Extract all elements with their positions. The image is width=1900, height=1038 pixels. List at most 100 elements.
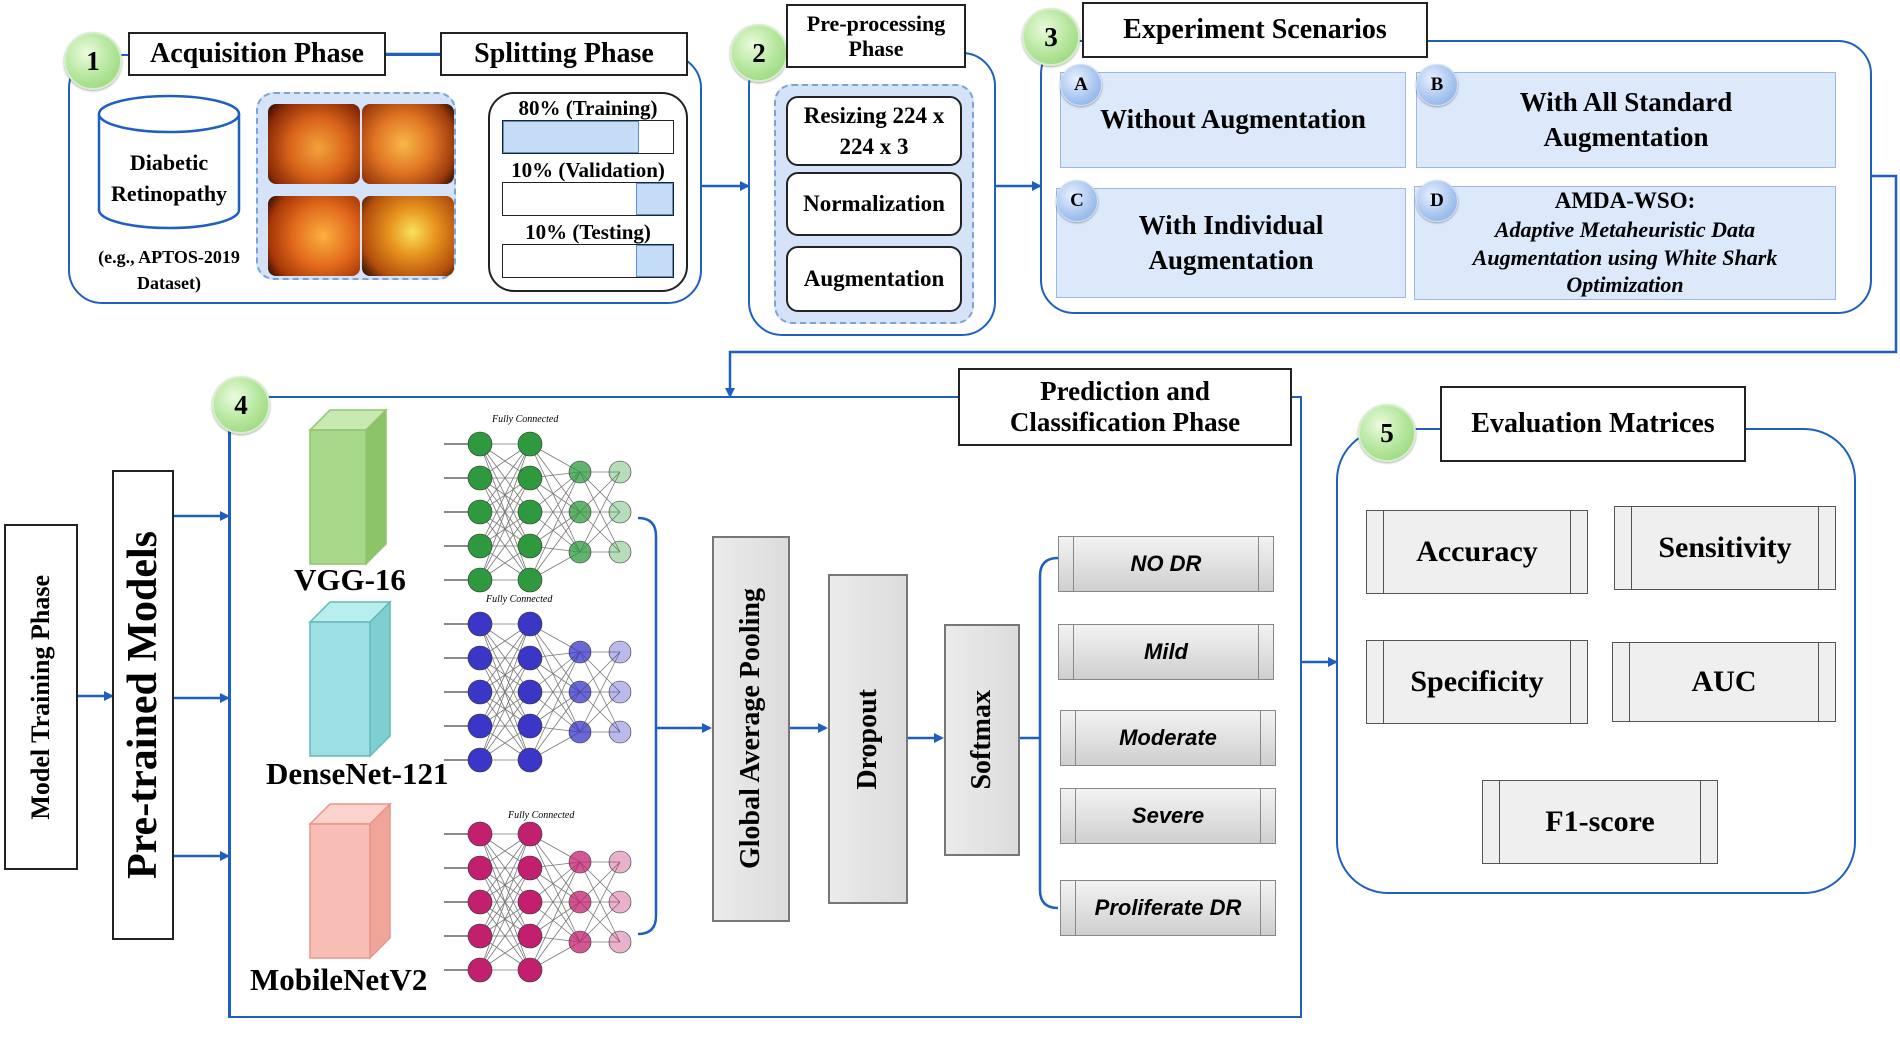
nn-node — [568, 850, 592, 874]
nn-connection — [529, 657, 581, 733]
nn-connection — [529, 623, 581, 733]
nn-node — [608, 540, 632, 564]
splitting-title: Splitting Phase — [440, 32, 688, 76]
nn-node — [608, 930, 632, 954]
class-proliferate-dr: Proliferate DR — [1060, 880, 1276, 936]
nn-node — [517, 431, 543, 457]
nn-connection — [529, 833, 581, 943]
scenario-b-text: With All Standard Augmentation — [1519, 86, 1733, 152]
nn-connection — [479, 833, 531, 903]
scenario-d: AMDA-WSO: Adaptive Metaheuristic Data Au… — [1414, 186, 1836, 300]
nn-connection — [529, 651, 581, 761]
acquisition-title: Acquisition Phase — [128, 32, 386, 76]
nn-node — [517, 821, 543, 847]
metric-f1-score: F1-score — [1482, 780, 1718, 864]
model-name-mobilenetv2: MobileNetV2 — [250, 962, 428, 997]
model-cuboid — [308, 802, 392, 960]
retina-image — [362, 196, 454, 276]
retina-image — [268, 196, 360, 276]
model-name-densenet121: DenseNet-121 — [266, 756, 449, 791]
nn-connection — [479, 477, 531, 581]
nn-connection — [529, 471, 581, 581]
nn-caption: Fully Connected — [508, 810, 575, 821]
model-name-vgg16: VGG-16 — [294, 562, 406, 597]
nn-node — [467, 821, 493, 847]
nn-connection — [529, 443, 581, 513]
split-label-training: 80% (Training) — [518, 96, 658, 120]
nn-connection — [479, 511, 531, 581]
nn-node — [467, 533, 493, 559]
nn-node — [517, 465, 543, 491]
scenario-badge-c: C — [1056, 180, 1098, 222]
nn-node — [467, 713, 493, 739]
database-icon — [97, 94, 241, 230]
pretrained-models-box: Pre-trained Models — [112, 470, 174, 940]
dataset-note: (e.g., APTOS-2019 Dataset) — [98, 247, 240, 294]
nn-connection — [479, 833, 531, 971]
nn-connection — [579, 861, 621, 943]
split-bar-testing — [502, 244, 674, 278]
split-label-testing: 10% (Testing) — [525, 220, 651, 244]
pretrained-models-label: Pre-trained Models — [120, 531, 166, 879]
nn-node — [467, 611, 493, 637]
nn-connection — [529, 901, 581, 971]
model-cuboid — [308, 600, 392, 758]
nn-node — [517, 611, 543, 637]
scenario-c-text: With Individual Augmentation — [1138, 209, 1324, 275]
softmax-layer: Softmax — [944, 624, 1020, 856]
class-moderate: Moderate — [1060, 710, 1276, 766]
nn-node — [568, 460, 592, 484]
nn-node — [467, 957, 493, 983]
nn-node — [467, 567, 493, 593]
split-fill — [635, 183, 673, 215]
nn-node — [467, 855, 493, 881]
nn-node — [517, 713, 543, 739]
nn-connection — [479, 691, 531, 761]
model-cuboid — [308, 408, 388, 566]
nn-node — [608, 500, 632, 524]
nn-node — [568, 890, 592, 914]
scenario-a-text: Without Augmentation — [1100, 104, 1366, 135]
nn-node — [467, 889, 493, 915]
scenario-badge-a: A — [1060, 64, 1102, 106]
nn-node — [517, 889, 543, 915]
neural-network-diagrams — [444, 431, 632, 983]
nn-node — [467, 499, 493, 525]
nn-node — [568, 930, 592, 954]
nn-node — [568, 540, 592, 564]
nn-connection — [529, 861, 581, 937]
nn-connection — [579, 471, 621, 553]
nn-caption: Fully Connected — [486, 594, 553, 605]
nn-node — [608, 460, 632, 484]
nn-connection — [529, 867, 581, 943]
nn-node — [568, 640, 592, 664]
softmax-label: Softmax — [966, 690, 997, 790]
phase-number-badge: 4 — [212, 376, 270, 434]
split-fill — [503, 121, 639, 153]
prediction-panel — [228, 396, 1302, 1018]
global-average-pooling-layer: Global Average Pooling — [712, 536, 790, 922]
split-bar-validation — [502, 182, 674, 216]
scenario-c: With Individual Augmentation — [1056, 188, 1406, 298]
nn-connection — [529, 471, 581, 547]
nn-connection — [529, 477, 581, 553]
prediction-title: Prediction and Classification Phase — [958, 368, 1292, 446]
nn-node — [608, 720, 632, 744]
preprocessing-title: Pre-processing Phase — [786, 4, 966, 68]
nn-connection — [479, 443, 531, 547]
nn-connection — [529, 443, 581, 553]
dropout-layer: Dropout — [828, 574, 908, 904]
nn-connection — [479, 443, 531, 513]
phase-number-badge: 5 — [1358, 404, 1416, 462]
nn-node — [517, 747, 543, 773]
dropout-label: Dropout — [852, 688, 883, 790]
class-no-dr: NO DR — [1058, 536, 1274, 592]
nn-node — [517, 567, 543, 593]
nn-connection — [579, 651, 621, 733]
experiments-title: Experiment Scenarios — [1082, 2, 1428, 58]
nn-connection — [529, 623, 581, 693]
nn-connection — [479, 623, 531, 727]
nn-connection — [529, 691, 581, 761]
dataset-label: Diabetic Retinopathy — [110, 150, 228, 206]
nn-node — [517, 855, 543, 881]
